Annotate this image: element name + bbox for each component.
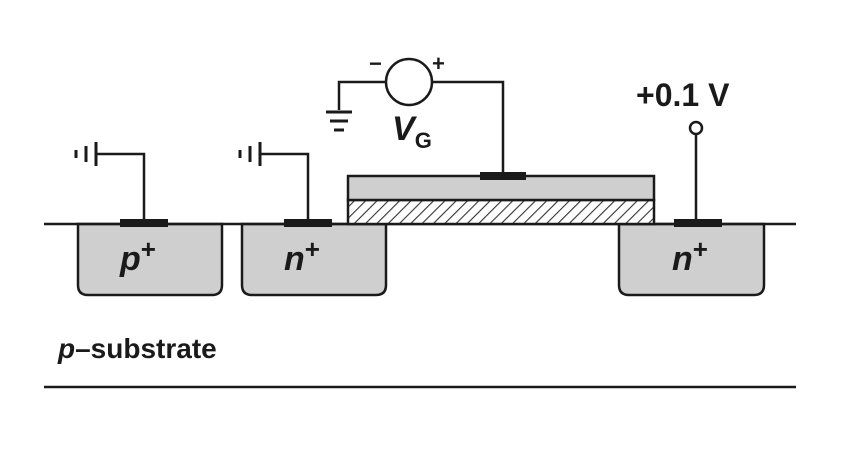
- drain-voltage-label: +0.1 V: [636, 77, 730, 113]
- ground-icon-gate: [326, 110, 352, 132]
- drain-contact: [674, 219, 722, 227]
- vg-minus-sign: −: [369, 51, 382, 76]
- substrate-label: p–substrate: [57, 333, 217, 364]
- vg-ground-wire: [337, 80, 386, 110]
- n-plus-drain-region: [617, 222, 766, 297]
- p-plus-contact: [120, 219, 168, 227]
- source-ground-wire: [260, 152, 310, 219]
- source-contact: [284, 219, 332, 227]
- ground-icon-body: [74, 142, 98, 166]
- n-plus-source-region: [240, 222, 388, 297]
- gate-wire: [432, 80, 505, 172]
- n-plus-drain-label: n+: [672, 234, 708, 278]
- n-plus-source-label: n+: [284, 234, 320, 278]
- gate-contact: [480, 172, 526, 180]
- body-ground-wire: [96, 152, 146, 219]
- vg-plus-sign: +: [432, 51, 445, 76]
- voltage-source-icon: [384, 57, 434, 107]
- ground-icon-source: [238, 142, 262, 166]
- p-plus-label: p+: [119, 234, 156, 278]
- drain-terminal-icon: [688, 120, 704, 136]
- vg-label: VG: [392, 110, 432, 153]
- p-plus-region: [76, 222, 224, 297]
- gate-oxide: [346, 198, 656, 226]
